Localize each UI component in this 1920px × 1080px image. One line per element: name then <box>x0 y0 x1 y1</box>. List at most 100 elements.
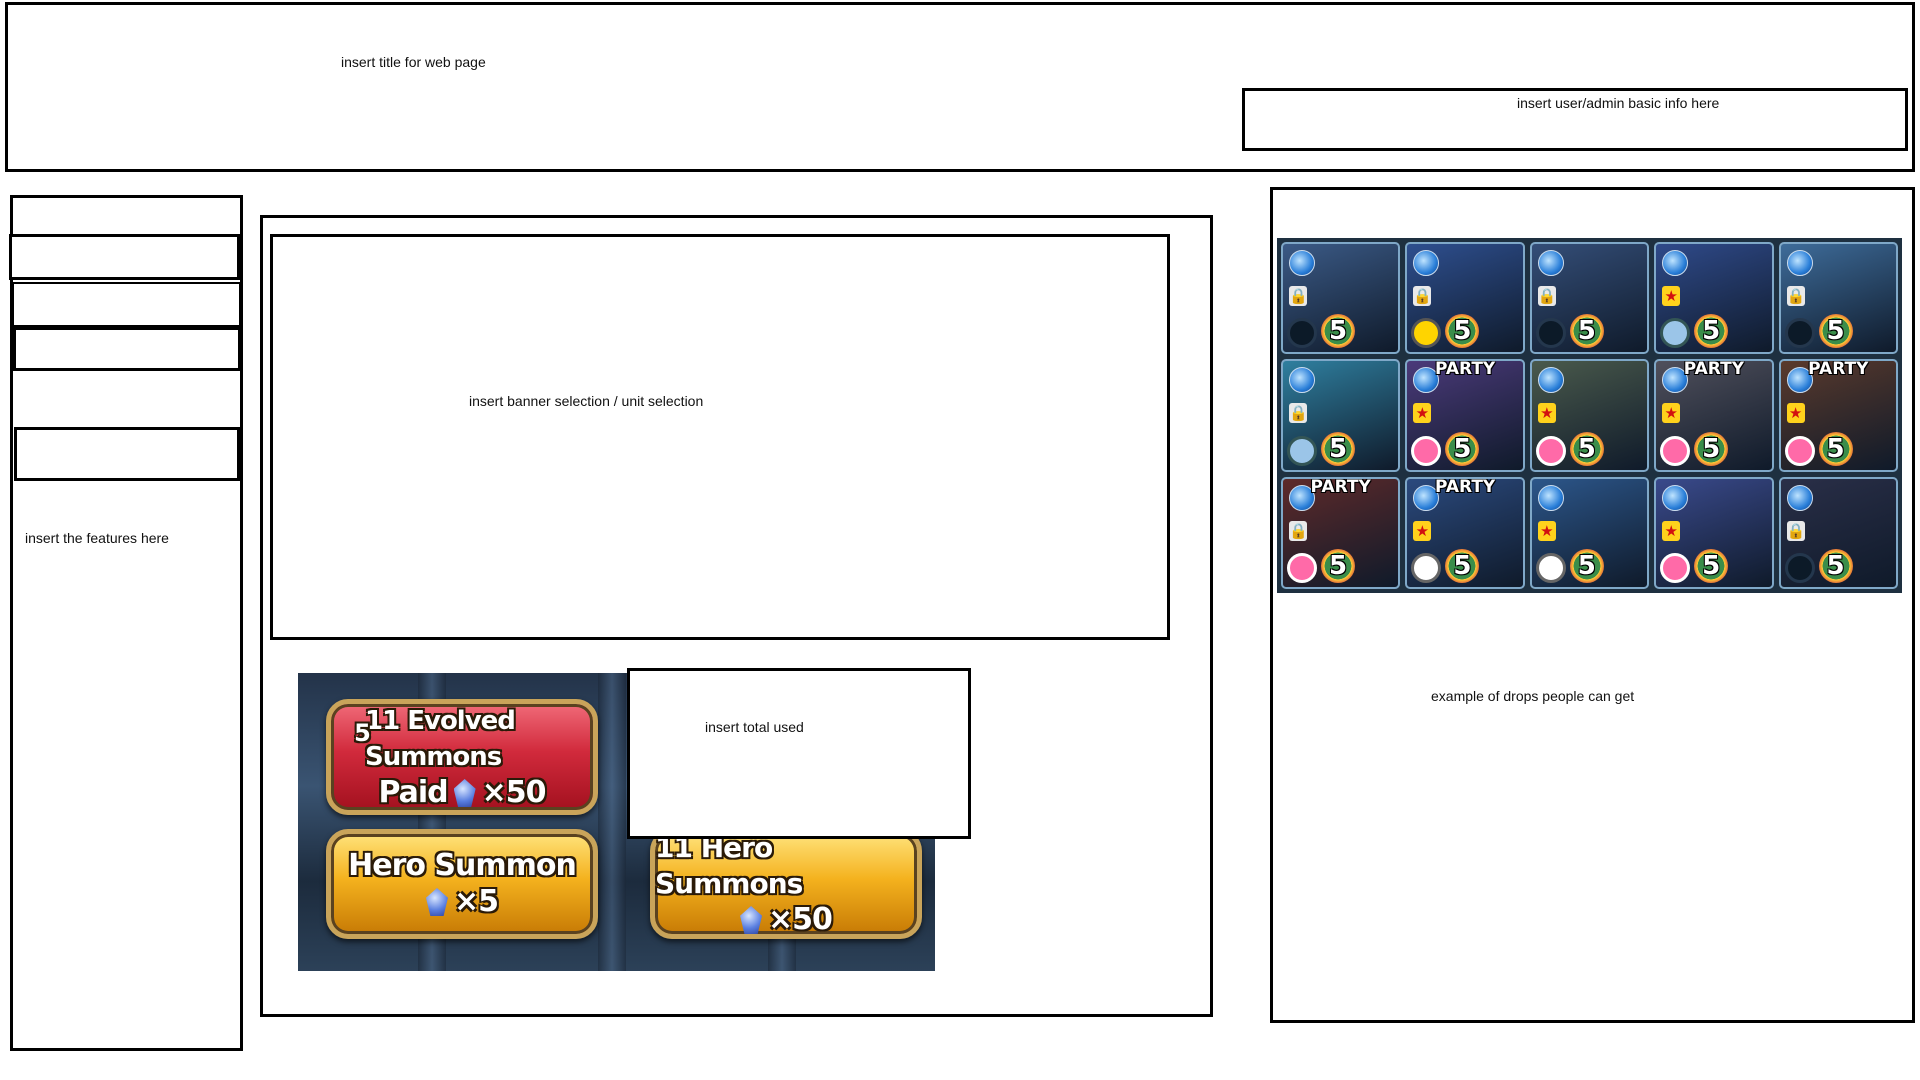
awakening-ring-icon <box>1535 553 1566 583</box>
rarity-badge: 5 <box>1694 314 1729 349</box>
header-panel <box>5 2 1915 172</box>
eleven-hero-summons-button[interactable]: 11 Hero Summons ×50 <box>650 829 922 939</box>
drops-caption: example of drops people can get <box>1431 688 1635 704</box>
rarity-badge: 5 <box>1818 549 1853 583</box>
drop-unit-tile: 🔒5 <box>1281 242 1401 355</box>
element-orb-icon <box>1289 367 1315 394</box>
sidebar-item-2[interactable] <box>12 282 241 327</box>
party-label: PARTY <box>1808 359 1869 380</box>
lock-icon: 🔒 <box>1537 286 1557 306</box>
rarity-badge: 5 <box>1818 314 1853 349</box>
awakening-ring-icon <box>1660 553 1691 583</box>
total-used-panel <box>627 668 971 839</box>
rarity-badge: 5 <box>1818 431 1853 466</box>
summon-buttons-image: 5 11 Evolved Summons Paid ×50 Hero Summo… <box>298 673 935 971</box>
gem-icon <box>425 888 448 916</box>
drop-unit-tile: 🔒5 <box>1778 242 1898 355</box>
party-label: PARTY <box>1434 476 1496 497</box>
hero-summon-cost: ×5 <box>425 884 499 920</box>
evolved-summon-label: 11 Evolved Summons <box>365 706 516 772</box>
element-orb-icon <box>1786 250 1813 276</box>
star-icon: ★ <box>1662 520 1681 541</box>
sidebar-item-1[interactable] <box>9 234 240 280</box>
hero-summon-cost-value: ×5 <box>453 884 499 919</box>
awakening-ring-icon <box>1784 318 1815 349</box>
awakening-ring-icon <box>1287 553 1317 583</box>
star-icon: ★ <box>1537 403 1556 424</box>
paid-label: Paid <box>378 775 448 810</box>
star-icon: ★ <box>1413 403 1432 424</box>
awakening-ring-icon <box>1287 318 1317 349</box>
element-orb-icon <box>1537 484 1564 511</box>
five-star-badge-icon: 5 <box>347 716 377 750</box>
rarity-badge: 5 <box>1321 431 1355 466</box>
star-icon: ★ <box>1786 403 1805 424</box>
awakening-ring-icon <box>1411 553 1442 583</box>
party-label: PARTY <box>1683 359 1745 380</box>
lock-icon: 🔒 <box>1786 286 1806 306</box>
element-orb-icon <box>1537 367 1564 394</box>
lock-icon: 🔒 <box>1289 520 1308 541</box>
element-orb-icon <box>1662 250 1689 276</box>
drop-unit-tile: ★ PARTY 5 <box>1778 359 1898 472</box>
gem-icon <box>740 906 763 934</box>
awakening-ring-icon <box>1784 553 1815 583</box>
drop-unit-tile: ★5 <box>1654 476 1774 589</box>
element-orb-icon <box>1413 484 1440 511</box>
star-icon: ★ <box>1662 286 1681 306</box>
awakening-ring-icon <box>1660 318 1691 349</box>
sidebar-item-3[interactable] <box>13 327 241 371</box>
element-orb-icon <box>1786 484 1813 511</box>
star-icon: ★ <box>1413 520 1432 541</box>
rarity-badge: 5 <box>1321 549 1355 583</box>
awakening-ring-icon <box>1411 318 1442 349</box>
rarity-badge: 5 <box>1445 314 1480 349</box>
star-badge-value: 5 <box>354 719 371 747</box>
star-icon: ★ <box>1537 520 1556 541</box>
rarity-badge: 5 <box>1569 431 1604 466</box>
element-orb-icon <box>1662 367 1689 394</box>
user-info-label: insert user/admin basic info here <box>1517 95 1720 111</box>
element-orb-icon <box>1413 250 1440 276</box>
drop-unit-tile: 🔒5 <box>1529 242 1650 355</box>
total-used-label: insert total used <box>705 719 804 735</box>
hero-summon-button[interactable]: Hero Summon ×5 <box>326 829 598 939</box>
element-orb-icon <box>1537 250 1564 276</box>
drop-unit-tile: 🔒5 <box>1778 476 1898 589</box>
element-orb-icon <box>1786 367 1813 394</box>
party-label: PARTY <box>1434 359 1496 380</box>
sidebar-item-4[interactable] <box>14 427 240 481</box>
sidebar-features-label: insert the features here <box>25 530 169 546</box>
lock-icon: 🔒 <box>1413 286 1433 306</box>
banner-selection-label: insert banner selection / unit selection <box>469 393 704 409</box>
lock-icon: 🔒 <box>1289 403 1308 424</box>
lock-icon: 🔒 <box>1786 520 1806 541</box>
awakening-ring-icon <box>1784 435 1815 466</box>
lock-icon: 🔒 <box>1289 286 1308 306</box>
awakening-ring-icon <box>1535 435 1566 466</box>
element-orb-icon <box>1289 250 1315 276</box>
awakening-ring-icon <box>1535 318 1566 349</box>
eleven-hero-summons-cost: ×50 <box>740 902 833 938</box>
party-label: PARTY <box>1310 476 1371 497</box>
page-title: insert title for web page <box>341 54 486 70</box>
banner-selection-panel[interactable] <box>270 234 1170 640</box>
evolved-summon-button[interactable]: 5 11 Evolved Summons Paid ×50 <box>326 699 598 815</box>
rarity-badge: 5 <box>1694 431 1729 466</box>
hero-summon-label: Hero Summon <box>348 848 577 883</box>
element-orb-icon <box>1662 484 1689 511</box>
eleven-hero-summons-label: 11 Hero Summons <box>655 831 803 900</box>
star-icon: ★ <box>1662 403 1681 424</box>
rarity-badge: 5 <box>1569 549 1604 583</box>
drop-unit-tile: ★5 <box>1654 242 1774 355</box>
drop-unit-tile: 🔒5 <box>1405 242 1525 355</box>
drop-unit-tile: ★ PARTY 5 <box>1654 359 1774 472</box>
element-orb-icon <box>1413 367 1440 394</box>
eleven-hero-summons-cost-value: ×50 <box>768 902 833 937</box>
awakening-ring-icon <box>1411 435 1442 466</box>
drop-unit-tile: 🔒 PARTY 5 <box>1281 476 1401 589</box>
rarity-badge: 5 <box>1694 549 1729 583</box>
